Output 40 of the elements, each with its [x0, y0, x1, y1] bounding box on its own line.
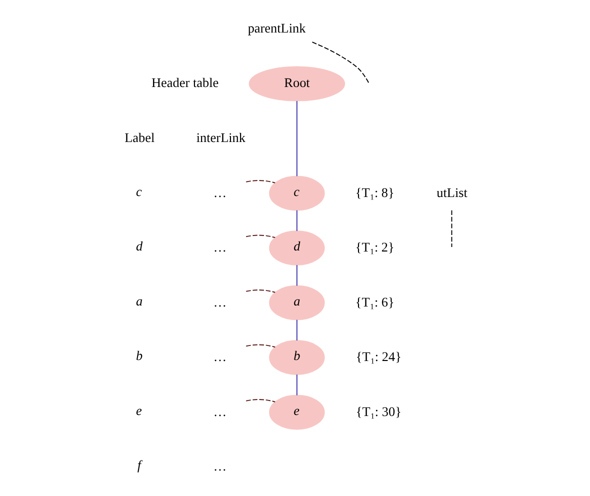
node-text: utList [436, 184, 467, 200]
node-ellipse: b [268, 340, 324, 375]
node-text: parentLink [247, 20, 306, 36]
connector [245, 399, 276, 402]
node-ellipse: d [268, 230, 324, 266]
node-text: … [212, 239, 226, 254]
node-ellipse: Root [248, 66, 345, 102]
node-text: … [212, 404, 226, 419]
label: a [135, 293, 142, 308]
node-text: … [212, 294, 226, 310]
connector [296, 374, 297, 396]
connector [296, 264, 297, 286]
node-ellipse: a [268, 285, 324, 320]
label: b [135, 348, 142, 364]
connector [296, 210, 297, 232]
node-text: … [212, 184, 226, 200]
label: c [135, 184, 142, 199]
label: e [135, 402, 142, 418]
label: d [135, 238, 142, 254]
node-text: … [212, 458, 226, 474]
connector [450, 210, 452, 248]
node-label: {T₁: 2} [354, 239, 394, 254]
connector [296, 319, 297, 341]
label: Label [124, 130, 154, 145]
connector [245, 290, 276, 293]
node-label: {T₁: 8} [354, 184, 394, 200]
connector [245, 180, 276, 184]
node-ellipse: c [268, 176, 324, 211]
label: interLink [196, 130, 246, 145]
connector [245, 234, 276, 238]
label: f [136, 458, 141, 473]
node-label: {T₁: 6} [354, 294, 394, 310]
node-ellipse: e [268, 394, 324, 430]
connector [311, 42, 369, 84]
label: Header table [151, 75, 218, 90]
node-label: {T₁: 24} [355, 349, 401, 364]
connector [245, 344, 276, 348]
connector [296, 100, 297, 177]
node-text: … [212, 349, 226, 364]
node-label: {T₁: 30} [355, 404, 401, 419]
